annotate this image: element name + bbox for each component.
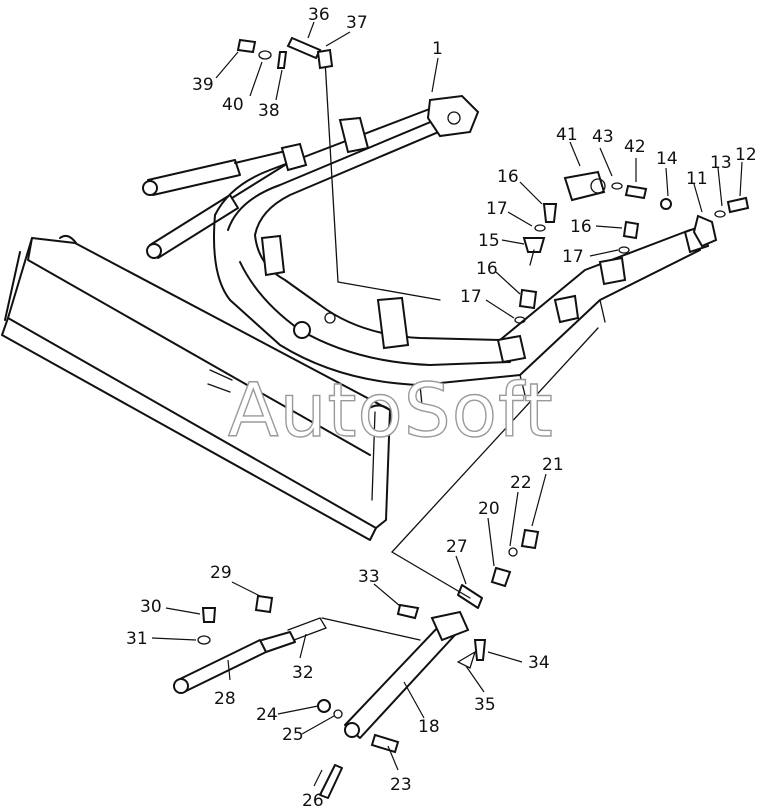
callout-1: 1 (432, 39, 443, 59)
callout-35: 35 (474, 695, 496, 715)
callout-17-c: 17 (460, 287, 482, 307)
callout-39: 39 (192, 75, 214, 95)
callout-27: 27 (446, 537, 468, 557)
callout-16-c: 16 (476, 259, 498, 279)
leader-lines (151, 21, 743, 787)
u-frame (213, 94, 710, 406)
callout-34: 34 (528, 653, 550, 673)
callout-30: 30 (140, 597, 162, 617)
callout-42: 42 (624, 137, 646, 157)
callout-13: 13 (710, 153, 732, 173)
callout-38: 38 (258, 101, 280, 121)
callout-17-b: 17 (562, 247, 584, 267)
lift-cylinders (142, 142, 308, 259)
assembly-guide-line (390, 327, 599, 599)
pull-rod-upper (324, 59, 339, 283)
callout-25: 25 (282, 725, 304, 745)
callout-32: 32 (292, 663, 314, 683)
callout-21: 21 (542, 455, 564, 475)
callout-40: 40 (222, 95, 244, 115)
callout-28: 28 (214, 689, 236, 709)
callout-24: 24 (256, 705, 278, 725)
watermark: AutoSoft (228, 368, 554, 454)
callout-26: 26 (302, 791, 324, 811)
callout-36: 36 (308, 5, 330, 25)
callout-15: 15 (478, 231, 500, 251)
callout-numbers: 1 11 12 13 14 15 16 16 16 17 17 17 18 20… (126, 5, 757, 811)
lower-linkage (173, 528, 540, 799)
callout-23: 23 (390, 775, 412, 795)
callout-31: 31 (126, 629, 148, 649)
callout-33: 33 (358, 567, 380, 587)
callout-12: 12 (735, 145, 757, 165)
blade (1, 234, 393, 541)
callout-17-a: 17 (486, 199, 508, 219)
callout-22: 22 (510, 473, 532, 493)
callout-43: 43 (592, 127, 614, 147)
upper-hardware (236, 36, 750, 324)
callout-16-b: 16 (570, 217, 592, 237)
callout-16-a: 16 (497, 167, 519, 187)
callout-41: 41 (556, 125, 578, 145)
pull-rod-upper-link (337, 281, 441, 301)
callout-37: 37 (346, 13, 368, 33)
callout-14: 14 (656, 149, 678, 169)
callout-20: 20 (478, 499, 500, 519)
callout-18: 18 (418, 717, 440, 737)
callout-11: 11 (686, 169, 708, 189)
callout-29: 29 (210, 563, 232, 583)
